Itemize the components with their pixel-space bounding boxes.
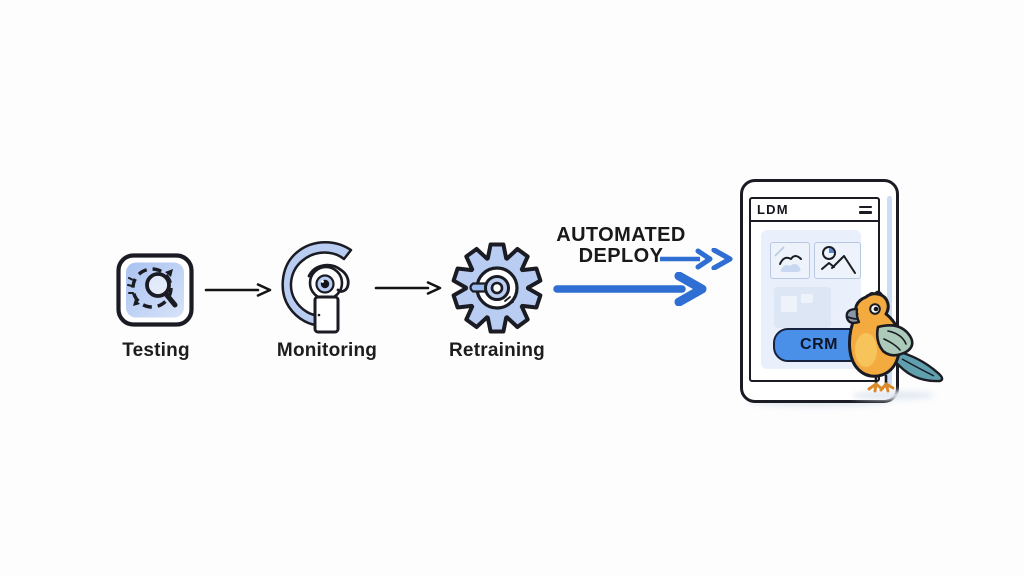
arrow-right-icon: [374, 281, 442, 295]
placeholder-tile: [781, 296, 797, 312]
arrow-right-icon: [204, 283, 272, 297]
hamburger-menu-icon[interactable]: [859, 205, 872, 214]
placeholder-block: [774, 287, 831, 328]
image-card-clouds: [770, 242, 810, 279]
deploy-line-2: DEPLOY: [578, 245, 664, 267]
screen-glare-strip: [887, 196, 892, 386]
clouds-doodle-icon: [774, 246, 802, 272]
image-card-mountain: [814, 242, 861, 279]
step-label-testing: Testing: [122, 340, 190, 361]
mountain-sun-doodle-icon: [821, 246, 856, 274]
step-label-retraining: Retraining: [449, 340, 545, 361]
crm-button-label: CRM: [800, 336, 838, 353]
step-label-monitoring: Monitoring: [276, 340, 378, 361]
retraining-gear-icon: [451, 242, 543, 334]
testing-icon: [116, 253, 194, 327]
monitoring-eye-icon: [281, 240, 353, 334]
thick-arrow-icon: [553, 272, 707, 306]
automated-deploy-label: AUTOMATED DEPLOY: [546, 225, 696, 267]
bird-shadow: [852, 391, 934, 400]
placeholder-tile: [801, 294, 813, 303]
double-chevron-arrow-icon: [660, 248, 733, 270]
deploy-line-1: AUTOMATED: [556, 224, 686, 246]
app-title: LDM: [757, 202, 789, 217]
app-header: LDM: [751, 199, 878, 222]
parrot-mascot: [845, 290, 944, 393]
